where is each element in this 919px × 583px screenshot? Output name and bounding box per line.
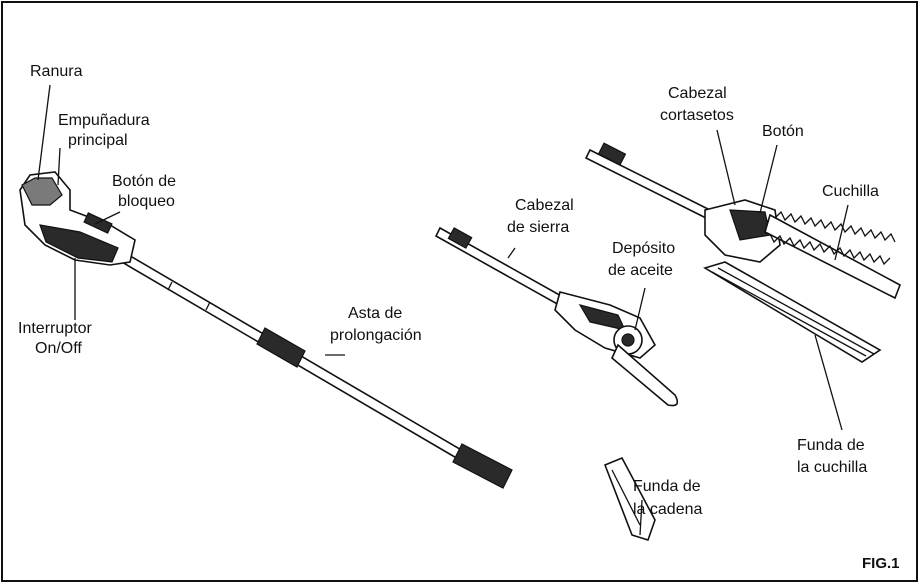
blade-cover bbox=[703, 261, 882, 363]
label-boton-bloqueo-line1: Botón de bbox=[112, 173, 176, 190]
label-deposito-line2: de aceite bbox=[608, 262, 673, 279]
hedge-trimmer-assembly bbox=[584, 142, 901, 363]
handle-grip-overmold bbox=[39, 224, 119, 263]
saw-head-assembly bbox=[434, 226, 679, 541]
oil-tank-cap bbox=[621, 333, 635, 347]
label-cuchilla: Cuchilla bbox=[822, 183, 879, 200]
slot-housing bbox=[21, 177, 63, 206]
main-handle-assembly bbox=[19, 171, 513, 489]
saw-bar bbox=[611, 343, 679, 407]
label-funda-cadena-line2: la cadena bbox=[633, 501, 702, 518]
label-funda-cadena-line1: Funda de bbox=[633, 478, 701, 495]
saw-coupler bbox=[447, 227, 473, 249]
label-empunadura-line2: principal bbox=[68, 132, 128, 149]
label-cabezal-sierra-line2: de sierra bbox=[507, 219, 569, 236]
pole-grip bbox=[256, 327, 306, 368]
label-empunadura-line1: Empuñadura bbox=[58, 112, 150, 129]
figure-number: FIG.1 bbox=[862, 555, 900, 572]
pole-end-grip bbox=[452, 443, 513, 489]
hedge-coupler bbox=[597, 142, 627, 166]
label-interruptor-line1: Interruptor bbox=[18, 320, 92, 337]
label-asta-line2: prolongación bbox=[330, 327, 422, 344]
label-boton: Botón bbox=[762, 123, 804, 140]
chain-cover bbox=[603, 456, 656, 541]
label-funda-cuchilla-line2: la cuchilla bbox=[797, 459, 867, 476]
label-asta-line1: Asta de bbox=[348, 305, 402, 322]
label-funda-cuchilla-line1: Funda de bbox=[797, 437, 865, 454]
label-ranura: Ranura bbox=[30, 63, 83, 80]
label-cabezal-sierra-line1: Cabezal bbox=[515, 197, 574, 214]
label-interruptor-line2: On/Off bbox=[35, 340, 82, 357]
leader-lines bbox=[37, 84, 849, 536]
label-cabezal-cortasetos-line1: Cabezal bbox=[668, 85, 727, 102]
label-deposito-line1: Depósito bbox=[612, 240, 675, 257]
hedge-blade bbox=[764, 213, 901, 300]
label-boton-bloqueo-line2: bloqueo bbox=[118, 193, 175, 210]
label-cabezal-cortasetos-line2: cortasetos bbox=[660, 107, 734, 124]
